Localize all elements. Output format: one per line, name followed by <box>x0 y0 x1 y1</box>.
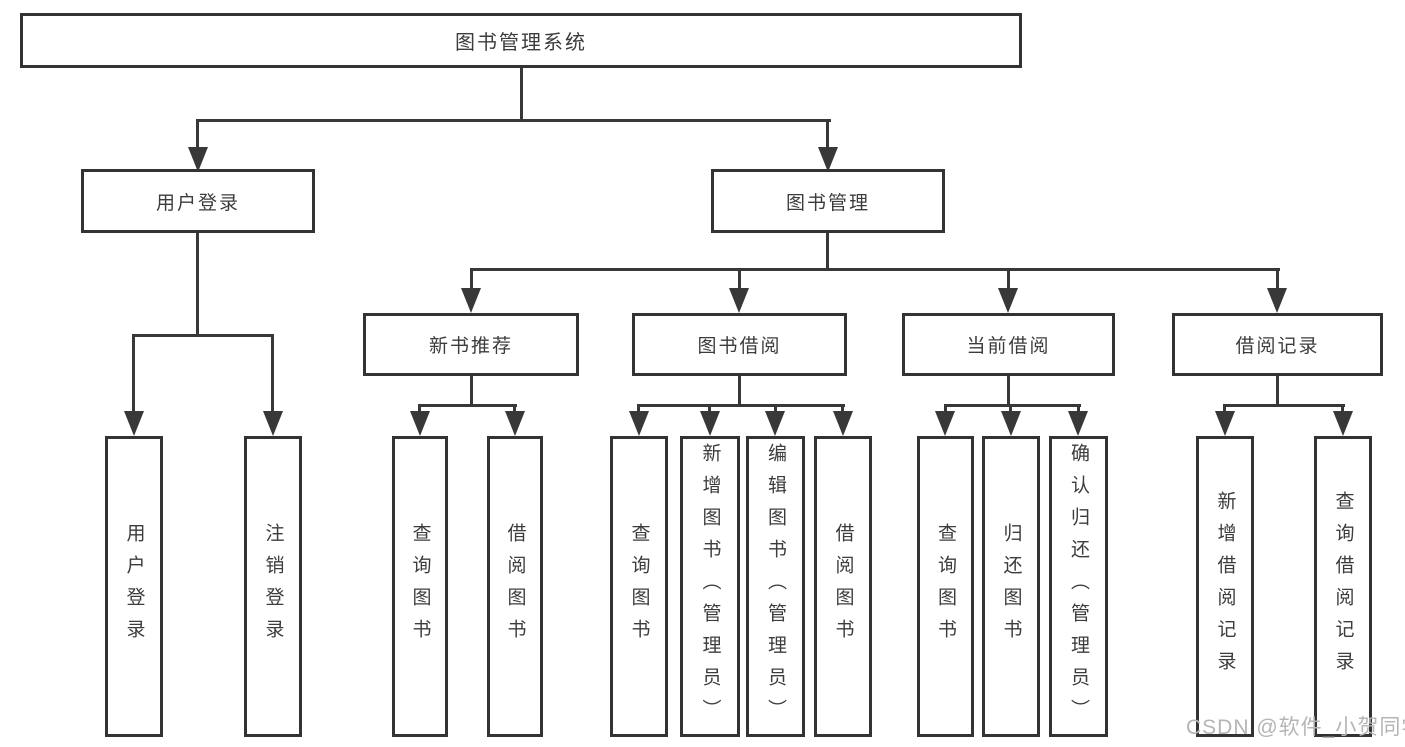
leaf-borrow-books-recommend: 借阅图书 <box>487 436 543 737</box>
connector-line <box>1077 404 1080 414</box>
connector-line <box>1007 376 1010 406</box>
connector-line <box>738 268 741 291</box>
connector-line <box>944 404 1081 407</box>
leaf-query-borrow-record: 查询借阅记录 <box>1314 436 1372 737</box>
leaf-return-books: 归还图书 <box>982 436 1040 737</box>
leaf-label: 查询图书 <box>935 522 956 651</box>
arrow-down-icon <box>935 411 955 436</box>
arrow-down-icon <box>505 411 525 436</box>
leaf-label: 查询图书 <box>409 522 431 651</box>
connector-line <box>1276 268 1279 291</box>
leaf-label: 查询借阅记录 <box>1332 490 1354 683</box>
connector-line <box>271 334 274 413</box>
arrow-down-icon <box>1333 411 1353 436</box>
arrow-down-icon <box>124 411 144 436</box>
arrow-down-icon <box>410 411 430 436</box>
arrow-down-icon <box>1001 411 1021 436</box>
node-user-login-module: 用户登录 <box>81 169 315 233</box>
leaf-borrow-books: 借阅图书 <box>814 436 872 737</box>
node-label: 借阅记录 <box>1235 336 1320 357</box>
leaf-query-books-borrowing: 查询图书 <box>610 436 668 737</box>
leaf-add-borrow-record: 新增借阅记录 <box>1196 436 1254 737</box>
leaf-confirm-return-admin: 确认归还（管理员） <box>1049 436 1108 737</box>
connector-line <box>1007 268 1010 291</box>
leaf-label: 借阅图书 <box>832 522 854 651</box>
root-node-library-system: 图书管理系统 <box>20 13 1022 68</box>
arrow-down-icon <box>998 288 1018 313</box>
leaf-label: 确认归还（管理员） <box>1068 442 1089 731</box>
leaf-label: 注销登录 <box>262 522 284 651</box>
connector-line <box>418 404 421 414</box>
node-label: 新书推荐 <box>428 336 513 357</box>
leaf-label: 归还图书 <box>1000 522 1022 651</box>
csdn-watermark: CSDN @软件_小贺同学 <box>1186 716 1405 739</box>
connector-line <box>196 233 199 337</box>
connector-line <box>944 404 947 414</box>
connector-line <box>196 119 831 122</box>
node-book-management-module: 图书管理 <box>711 169 945 233</box>
connector-line <box>470 268 1280 271</box>
root-node-label: 图书管理系统 <box>455 32 587 54</box>
node-label: 用户登录 <box>155 192 240 214</box>
connector-line <box>1223 404 1345 407</box>
connector-line <box>826 233 829 271</box>
connector-line <box>1341 404 1344 414</box>
connector-line <box>708 404 711 414</box>
connector-line <box>418 404 517 407</box>
arrow-down-icon <box>1068 411 1088 436</box>
leaf-query-books-recommend: 查询图书 <box>392 436 448 737</box>
arrow-down-icon <box>729 288 749 313</box>
leaf-label: 新增图书（管理员） <box>699 442 721 731</box>
arrow-down-icon <box>263 411 283 436</box>
leaf-label: 借阅图书 <box>504 522 526 651</box>
leaf-label: 查询图书 <box>628 522 650 651</box>
connector-line <box>826 119 829 151</box>
connector-line <box>520 68 523 121</box>
connector-line <box>774 404 777 414</box>
node-label: 图书借阅 <box>697 336 782 357</box>
node-label: 图书管理 <box>785 192 870 214</box>
arrow-down-icon <box>188 147 208 172</box>
leaf-logout: 注销登录 <box>244 436 302 737</box>
connector-line <box>841 404 844 414</box>
connector-line <box>470 376 473 406</box>
arrow-down-icon <box>818 147 838 172</box>
node-new-book-recommend: 新书推荐 <box>363 313 579 376</box>
arrow-down-icon <box>629 411 649 436</box>
node-current-borrowing: 当前借阅 <box>902 313 1115 376</box>
node-label: 当前借阅 <box>966 336 1051 357</box>
connector-line <box>738 376 741 406</box>
leaf-edit-book-admin: 编辑图书（管理员） <box>746 436 805 737</box>
leaf-query-books-current: 查询图书 <box>917 436 974 737</box>
arrow-down-icon <box>700 411 720 436</box>
leaf-label: 用户登录 <box>123 522 145 651</box>
connector-line <box>196 119 199 151</box>
connector-line <box>637 404 845 407</box>
arrow-down-icon <box>1267 288 1287 313</box>
connector-line <box>637 404 640 414</box>
leaf-label: 编辑图书（管理员） <box>765 442 786 731</box>
connector-line <box>513 404 516 414</box>
node-borrow-records: 借阅记录 <box>1172 313 1383 376</box>
connector-line <box>1009 404 1012 414</box>
leaf-label: 新增借阅记录 <box>1214 490 1236 683</box>
connector-line <box>132 334 135 413</box>
connector-line <box>1223 404 1226 414</box>
leaf-add-book-admin: 新增图书（管理员） <box>680 436 740 737</box>
leaf-user-login: 用户登录 <box>105 436 163 737</box>
connector-line <box>470 268 473 291</box>
arrow-down-icon <box>1215 411 1235 436</box>
arrow-down-icon <box>461 288 481 313</box>
connector-line <box>1276 376 1279 406</box>
node-book-borrowing: 图书借阅 <box>632 313 847 376</box>
arrow-down-icon <box>765 411 785 436</box>
connector-line <box>132 334 274 337</box>
arrow-down-icon <box>833 411 853 436</box>
